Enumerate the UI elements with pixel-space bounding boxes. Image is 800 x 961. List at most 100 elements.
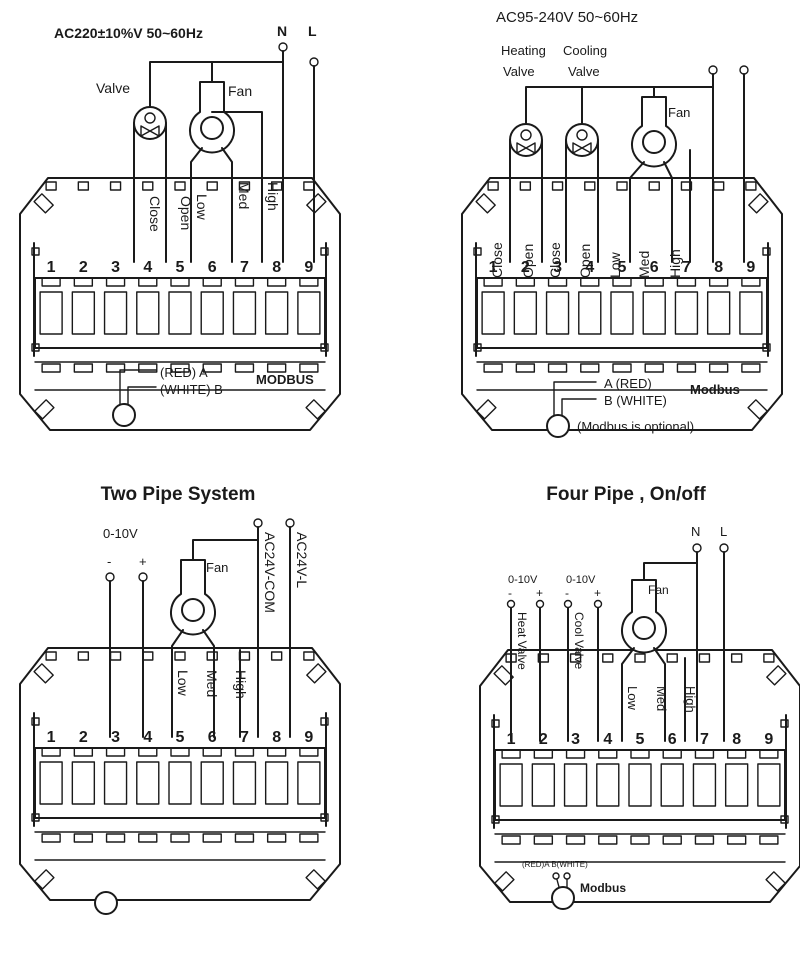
br-terminal-number: 6 (668, 731, 677, 748)
br-plus2-label: + (594, 586, 601, 600)
top-contact (634, 653, 646, 663)
tr-open1-label: Open (520, 244, 536, 278)
top-contact (698, 653, 711, 663)
bl-terminal-number: 9 (304, 729, 313, 746)
tl-med-label: Med (236, 182, 252, 209)
top-contact (584, 181, 596, 191)
terminal-screw (71, 277, 96, 373)
tr-open2-label: Open (577, 244, 593, 278)
top-contact (77, 181, 90, 191)
terminal-screw (264, 277, 289, 373)
terminal-screw (103, 747, 128, 843)
top-contact (519, 181, 532, 191)
tr-terminal-number: 2 (521, 259, 530, 276)
top-contact (602, 653, 614, 663)
tr-heating-valve-line1: Heating (501, 43, 546, 58)
terminal-screw (200, 747, 224, 843)
bl-terminal-number: 2 (79, 729, 88, 746)
terminal-screw (297, 277, 321, 373)
tl-valve-label: Valve (96, 80, 130, 96)
terminal-screw (706, 277, 731, 373)
top-contact (505, 653, 517, 663)
tl-terminal-number: 8 (272, 259, 281, 276)
top-contact (206, 181, 218, 191)
terminal-screw (297, 747, 321, 843)
tl-terminal-number: 3 (111, 259, 120, 276)
bl-low-label: Low (175, 670, 191, 697)
terminal-screw (739, 277, 763, 373)
terminal-screw (39, 747, 63, 843)
top-contact (745, 181, 757, 191)
tr-terminal-number: 4 (585, 259, 594, 276)
terminal-screw (660, 749, 684, 845)
tl-supply-label: AC220±10%V 50~60Hz (54, 25, 203, 41)
bl-terminal-number: 5 (176, 729, 185, 746)
heating-valve-icon (509, 123, 543, 157)
tr-terminal-number: 1 (489, 259, 498, 276)
tr-fan-label: Fan (668, 105, 690, 120)
tr-low-label: Low (607, 251, 623, 278)
tr-modbus-a-label: A (RED) (604, 376, 652, 391)
tr-terminal-number: 9 (746, 259, 755, 276)
br-line-label: L (720, 524, 727, 539)
br-cool-valve-label: Cool Valve (572, 612, 586, 669)
br-modbus-label: Modbus (580, 881, 626, 895)
top-contact (174, 651, 186, 661)
terminal-screw (757, 749, 781, 845)
bl-terminal-number: 6 (208, 729, 217, 746)
bl-terminal-number: 7 (240, 729, 249, 746)
tl-caption: Two Pipe System (101, 484, 256, 505)
tr-cooling-valve-line1: Cooling (563, 43, 607, 58)
tl-modbus-label: MODBUS (256, 372, 314, 387)
bl-com-label: AC24V-COM (262, 532, 278, 613)
top-contact (142, 181, 154, 191)
br-fan-label: Fan (648, 583, 669, 597)
terminal-screw (578, 277, 602, 373)
top-contact (569, 653, 582, 663)
tr-terminal-number: 8 (714, 259, 723, 276)
top-contact (712, 181, 725, 191)
top-contact (45, 181, 57, 191)
terminal-screw (642, 277, 666, 373)
br-low-label: Low (625, 686, 640, 710)
top-contact (537, 653, 550, 663)
top-contact (616, 181, 628, 191)
br-terminal-number: 3 (571, 731, 580, 748)
terminal-screw (674, 277, 699, 373)
top-contact (680, 181, 693, 191)
terminal-screw (610, 277, 634, 373)
tr-modbus-note: (Modbus is optional) (577, 419, 694, 434)
tl-high-label: High (265, 182, 281, 211)
tl-terminal-number: 1 (47, 259, 56, 276)
tl-terminal-number: 6 (208, 259, 217, 276)
terminal-screw (545, 277, 570, 373)
br-neutral-label: N (691, 524, 700, 539)
tr-caption: Four Pipe , On/off (546, 484, 706, 505)
terminal-screw (168, 277, 192, 373)
tl-modbus-a-label: (RED) A (160, 365, 208, 380)
top-contact (487, 181, 499, 191)
bl-minus-label: - (107, 554, 111, 569)
bl-terminal-number: 1 (47, 729, 56, 746)
terminal-screw (724, 749, 749, 845)
tr-med-label: Med (636, 251, 652, 278)
terminal-screw (531, 749, 556, 845)
tr-terminal-number: 6 (650, 259, 659, 276)
four-pipe-proportional-wiring (506, 543, 729, 742)
bl-high-label: High (233, 670, 249, 699)
top-contact (45, 651, 57, 661)
top-contact (303, 181, 315, 191)
br-terminal-number: 9 (764, 731, 773, 748)
terminal-screw (71, 747, 96, 843)
top-contact (206, 651, 218, 661)
tl-neutral-label: N (277, 23, 287, 39)
tl-terminal-number: 9 (304, 259, 313, 276)
br-terminal-number: 5 (636, 731, 645, 748)
top-contact (270, 651, 283, 661)
br-terminal-number: 1 (507, 731, 516, 748)
tl-terminal-number: 7 (240, 259, 249, 276)
tl-low-label: Low (194, 194, 210, 221)
tr-supply-label: AC95-240V 50~60Hz (496, 9, 638, 26)
tr-terminal-number: 3 (553, 259, 562, 276)
